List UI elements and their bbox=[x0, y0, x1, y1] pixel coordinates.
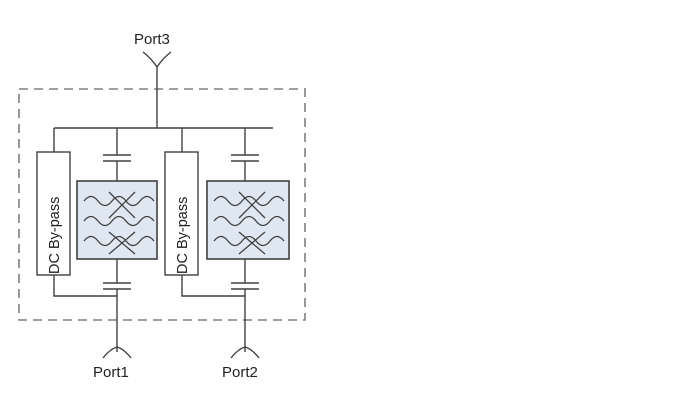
port1-label: Port1 bbox=[93, 364, 129, 381]
left-bandpass-filter-icon bbox=[76, 180, 158, 260]
right-bypass-bottom-wire bbox=[181, 275, 245, 297]
right-bandpass-filter-icon bbox=[206, 180, 290, 260]
port2-connector bbox=[230, 346, 260, 359]
port3-label: Port3 bbox=[134, 31, 170, 48]
right-dc-bypass-label: DC By-pass bbox=[175, 197, 191, 274]
right-top-capacitor bbox=[231, 154, 259, 162]
right-bottom-capacitor bbox=[231, 282, 259, 290]
left-dc-bypass-box bbox=[36, 151, 71, 276]
port1-connector bbox=[102, 346, 132, 359]
right-dc-bypass-box bbox=[164, 151, 199, 276]
port2-label: Port2 bbox=[222, 364, 258, 381]
port3-connector bbox=[142, 51, 172, 69]
left-bypass-bottom-wire bbox=[53, 275, 117, 297]
enclosure-dashed-box bbox=[18, 88, 306, 321]
left-bottom-capacitor bbox=[103, 282, 131, 290]
left-top-capacitor bbox=[103, 154, 131, 162]
left-dc-bypass-label: DC By-pass bbox=[47, 197, 63, 274]
